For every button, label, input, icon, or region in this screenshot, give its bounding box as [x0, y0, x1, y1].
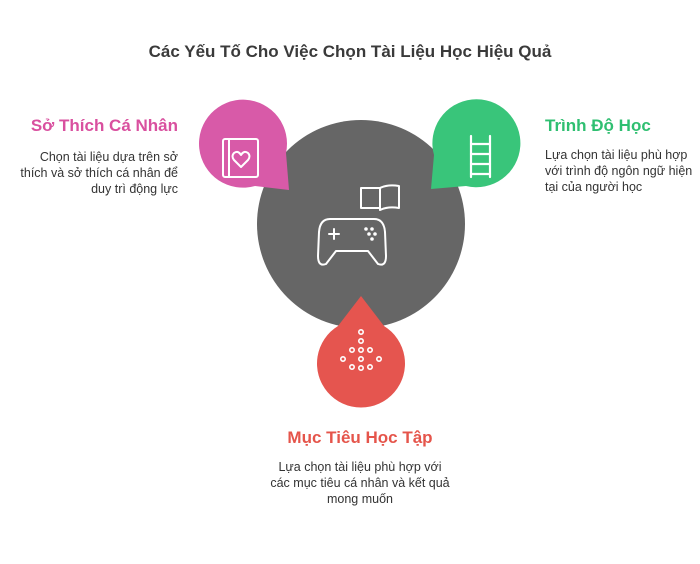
learning-level-description: Lựa chọn tài liệu phù hợp với trình độ n…	[545, 148, 693, 194]
center-circle	[257, 120, 465, 328]
learning-level-heading: Trình Độ Học	[545, 116, 651, 135]
pink-drop	[199, 99, 289, 190]
personal-interest-description: Chọn tài liệu dựa trên sở thích và sở th…	[20, 150, 178, 196]
diagram-title: Các Yếu Tố Cho Việc Chọn Tài Liệu Học Hi…	[148, 42, 552, 61]
heart-book-icon	[222, 138, 259, 178]
learning-goal-description: Lựa chọn tài liệu phù hợp với các mục ti…	[270, 460, 450, 506]
learning-goal-heading: Mục Tiêu Học Tập	[287, 428, 433, 447]
dotted-arrow-down-icon	[339, 328, 382, 371]
ladder-icon	[469, 134, 492, 179]
personal-interest-heading: Sở Thích Cá Nhân	[30, 116, 178, 135]
gamepad-book-icon	[317, 184, 400, 266]
